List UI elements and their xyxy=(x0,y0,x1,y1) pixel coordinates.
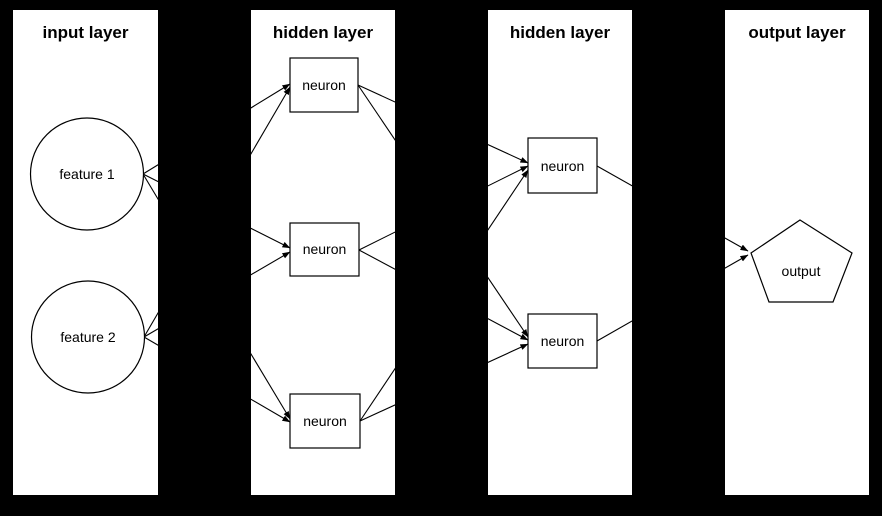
edge-h1n1-to-h2n2 xyxy=(357,84,529,338)
node-h2n2-rect xyxy=(527,313,598,369)
input-layer-title: input layer xyxy=(43,23,129,42)
hidden-layer-1-title: hidden layer xyxy=(273,23,374,42)
node-h1n3-rect xyxy=(289,393,361,449)
edge-feature1-to-h1n1 xyxy=(142,83,291,175)
node-output-pentagon xyxy=(750,219,853,303)
panel-input-layer xyxy=(13,10,158,495)
node-h2n1-rect xyxy=(527,137,598,194)
edge-feature2-to-h1n1 xyxy=(143,86,291,338)
panel-hidden-layer-2 xyxy=(488,10,632,495)
node-feature2-label: feature 2 xyxy=(60,329,115,345)
edge-feature1-to-h1n2 xyxy=(142,173,291,249)
edge-feature2-to-h1n3 xyxy=(143,336,291,423)
node-h1n2-label: neuron xyxy=(303,241,347,257)
node-h1n1-rect xyxy=(289,57,359,113)
node-h2n1-label: neuron xyxy=(541,158,585,174)
node-feature2-circle xyxy=(30,280,146,394)
node-output-label: output xyxy=(782,263,821,279)
edge-h1n3-to-h2n1 xyxy=(359,169,529,422)
hidden-layer-2-title: hidden layer xyxy=(510,23,611,42)
edge-h2n2-to-output xyxy=(596,254,749,342)
edge-h1n2-to-h2n1 xyxy=(358,165,529,251)
node-h2n2-label: neuron xyxy=(541,333,585,349)
edge-h1n3-to-h2n2 xyxy=(359,343,529,422)
node-feature1-circle xyxy=(29,117,145,231)
node-feature1-label: feature 1 xyxy=(59,166,114,182)
node-h1n3-label: neuron xyxy=(303,413,347,429)
output-layer-title: output layer xyxy=(748,23,846,42)
edge-h1n1-to-h2n1 xyxy=(357,84,529,164)
edge-h2n1-to-output xyxy=(596,165,749,252)
edge-feature2-to-h1n2 xyxy=(143,251,291,338)
edge-h1n2-to-h2n2 xyxy=(358,249,529,341)
edge-feature1-to-h1n3 xyxy=(142,173,291,420)
node-h1n1-label: neuron xyxy=(302,77,346,93)
node-h1n2-rect xyxy=(289,222,360,277)
